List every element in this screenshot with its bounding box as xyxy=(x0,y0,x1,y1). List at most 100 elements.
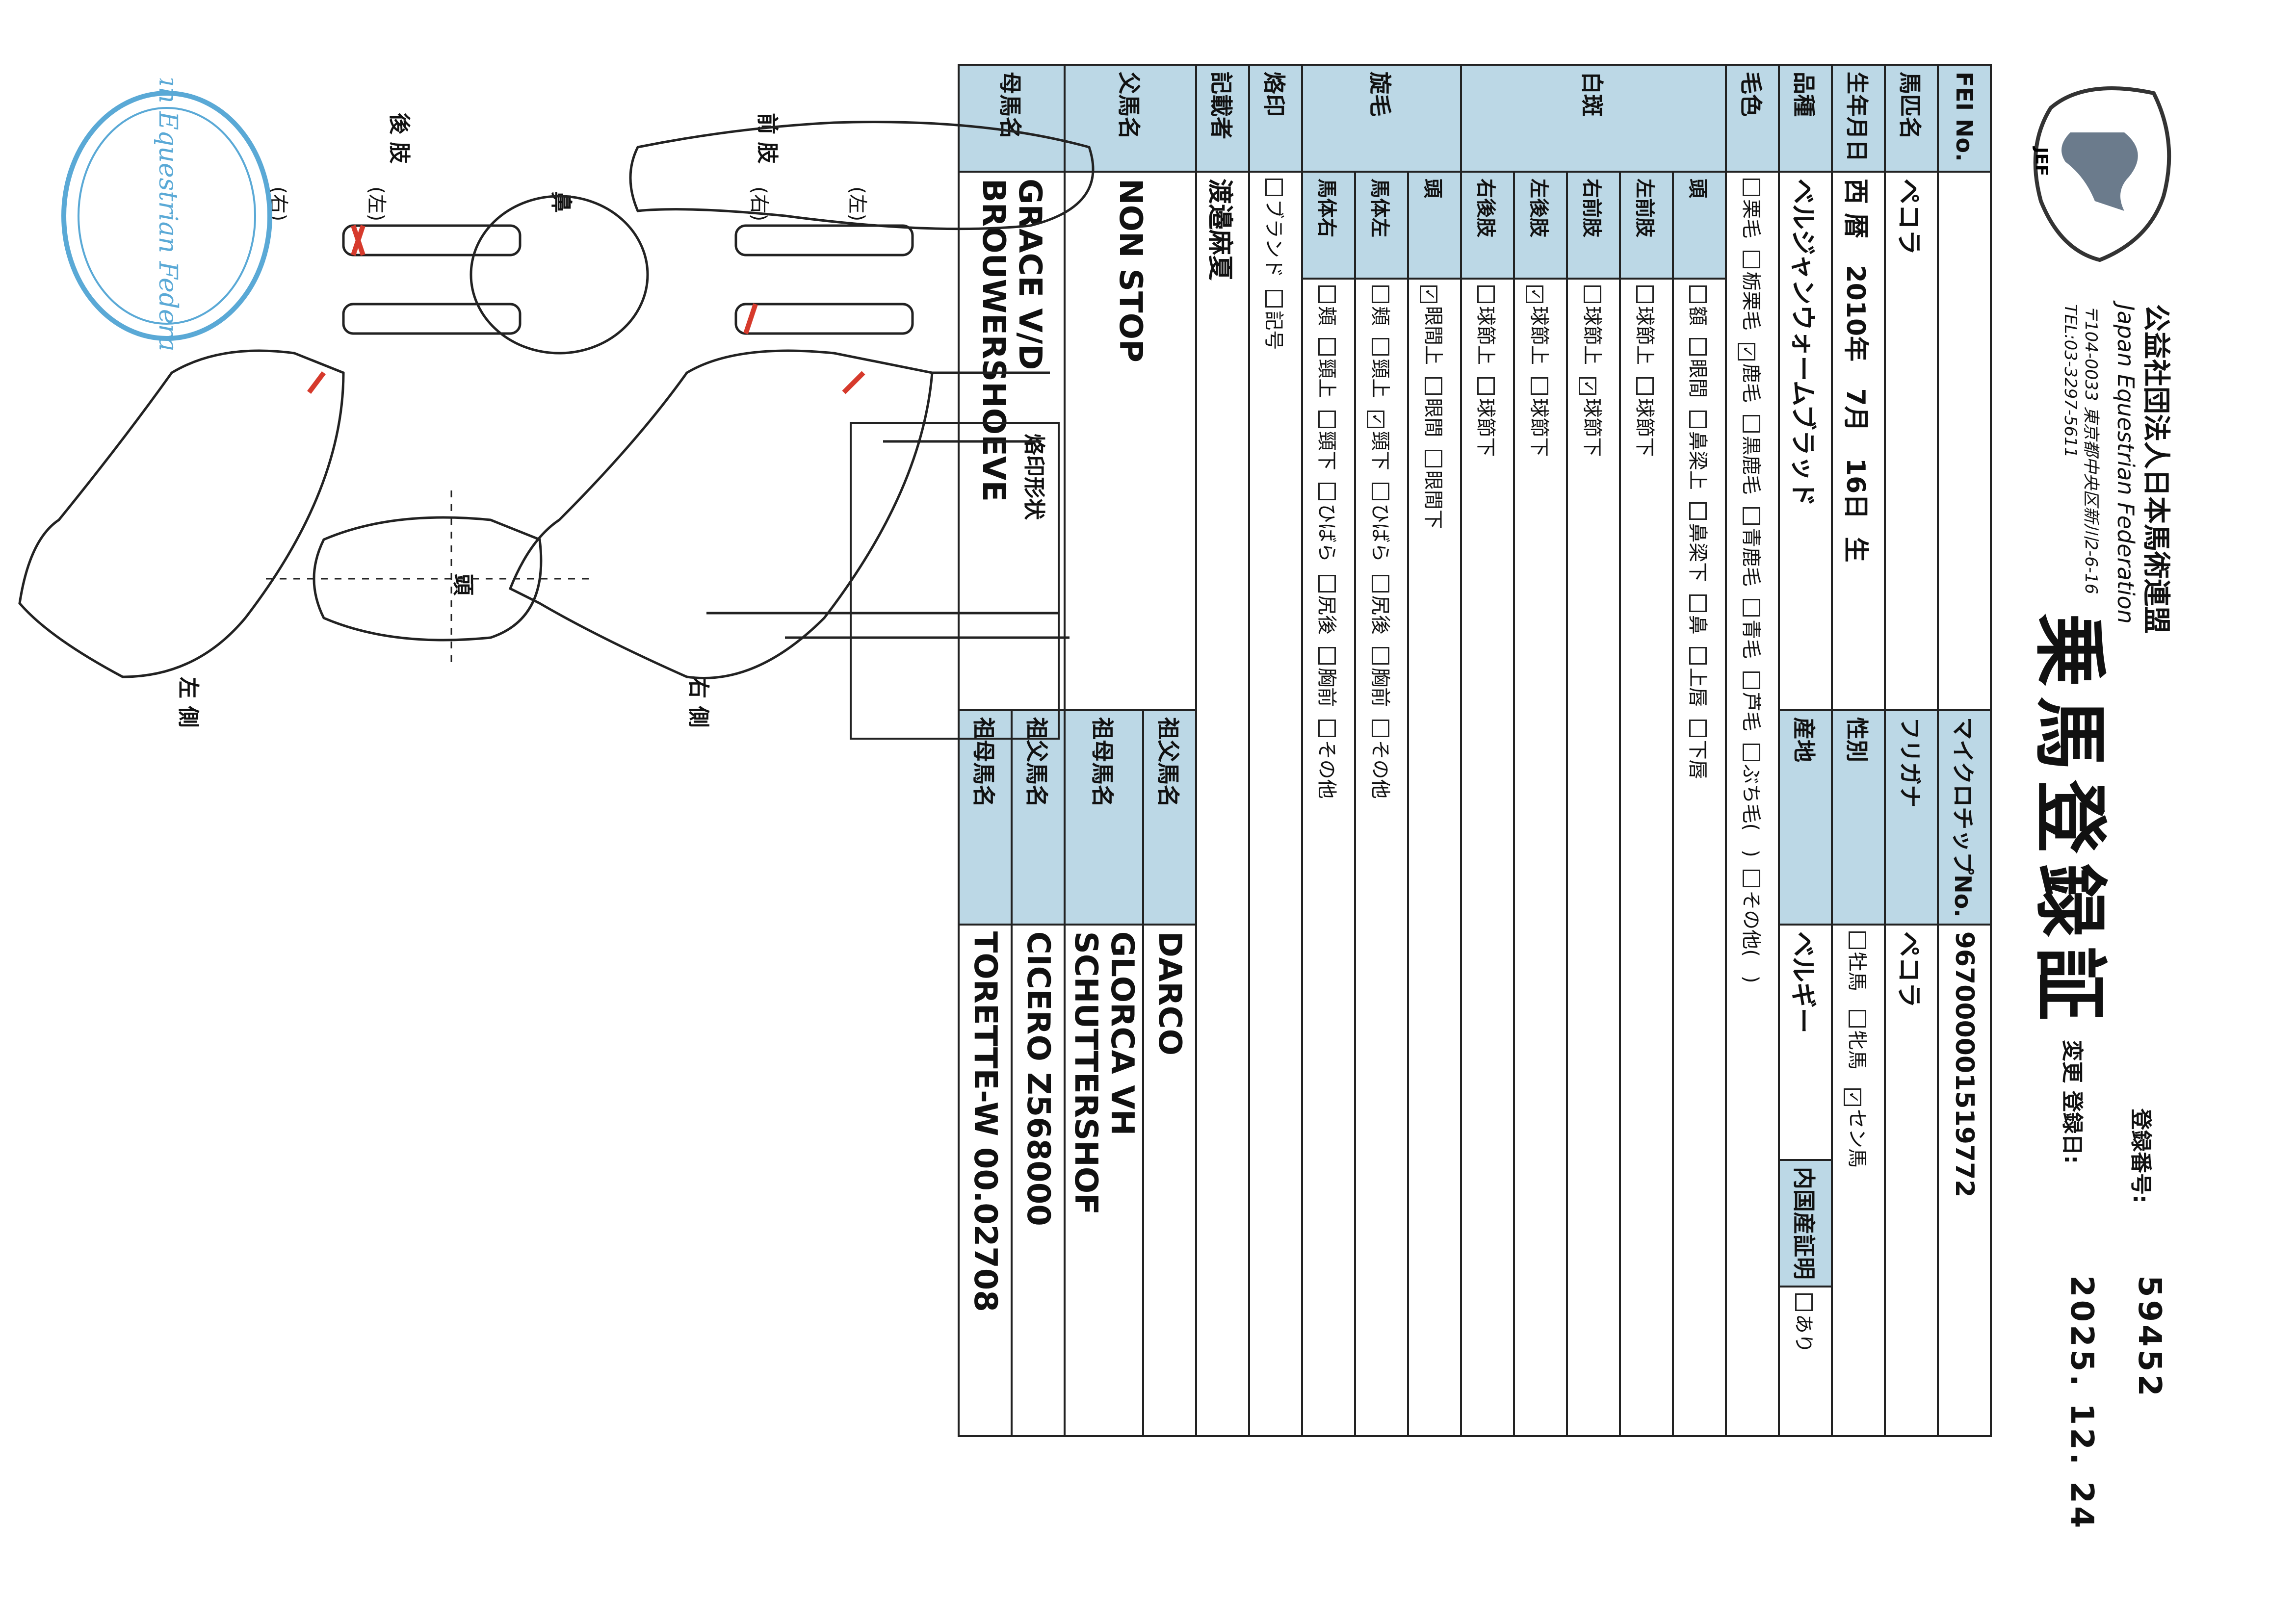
coat-option: 青鹿毛 xyxy=(1740,527,1762,587)
brand-option: ブランド xyxy=(1262,199,1285,278)
checkbox[interactable] xyxy=(1689,594,1707,612)
checkbox[interactable] xyxy=(1849,1009,1866,1028)
checkbox[interactable] xyxy=(1372,338,1389,356)
whorl-items-right: 頬 頸上 頸下 ひばら 尻後 胸前 その他 xyxy=(1302,279,1355,1436)
checkbox[interactable] xyxy=(1372,483,1389,501)
domestic-cert-value: あり xyxy=(1779,1286,1832,1436)
whorl-items-head: ✓眼間上 眼間 眼間下 xyxy=(1408,279,1461,1436)
fei-value xyxy=(1938,172,1991,711)
checkbox[interactable] xyxy=(1318,719,1336,737)
whorl-item: その他 xyxy=(1315,740,1338,799)
brand-options: ブランド 記号 xyxy=(1249,172,1302,1436)
dob-day: 16日 xyxy=(1841,458,1871,519)
checkbox[interactable] xyxy=(1584,285,1601,303)
checkbox[interactable] xyxy=(1372,285,1389,303)
checkbox-checked[interactable]: ✓ xyxy=(1738,342,1756,360)
hind-right-leg xyxy=(342,303,522,335)
checkbox[interactable] xyxy=(1531,377,1548,395)
breed-value: ベルジャンウォームブラッド xyxy=(1779,172,1832,711)
checkbox[interactable] xyxy=(1318,410,1336,428)
checkbox[interactable] xyxy=(1318,483,1336,501)
coat-option: その他( xyxy=(1740,890,1762,957)
checkbox-checked[interactable]: ✓ xyxy=(1526,285,1544,303)
checkbox[interactable] xyxy=(1636,285,1654,303)
whorl-item: その他 xyxy=(1369,740,1391,799)
recorder-value: 渡邉麻夏 xyxy=(1196,172,1249,1436)
white-part: 右前肢 xyxy=(1567,172,1620,279)
checkbox[interactable] xyxy=(1636,377,1654,395)
whorl-part: 頭 xyxy=(1408,172,1461,279)
white-item: 球節下 xyxy=(1633,398,1656,457)
white-item: 下唇 xyxy=(1686,740,1709,779)
checkbox[interactable] xyxy=(1743,179,1760,196)
white-part: 左後肢 xyxy=(1514,172,1567,279)
microchip-value: 967000001519772 xyxy=(1938,924,1991,1436)
checkbox[interactable] xyxy=(1743,415,1760,433)
white-item: 鼻梁下 xyxy=(1686,523,1709,582)
checkbox[interactable] xyxy=(1265,179,1283,196)
checkbox-checked[interactable]: ✓ xyxy=(1844,1088,1862,1107)
checkbox[interactable] xyxy=(1743,507,1760,525)
coat-option: 黒鹿毛 xyxy=(1740,436,1762,495)
checkbox[interactable] xyxy=(1743,870,1760,888)
checkbox[interactable] xyxy=(1743,251,1760,269)
jef-stamp: Japan Equestrian Federation xyxy=(49,26,285,402)
right-side-horse xyxy=(508,349,934,679)
checkbox[interactable] xyxy=(1743,671,1760,689)
recorder-label: 記載者 xyxy=(1196,65,1249,172)
front-left-leg xyxy=(734,224,914,257)
checkbox-checked[interactable]: ✓ xyxy=(1579,377,1597,395)
furigana-label: フリガナ xyxy=(1885,710,1938,925)
checkbox[interactable] xyxy=(1689,338,1707,356)
sex-option: 牡馬 xyxy=(1846,952,1868,991)
checkbox[interactable] xyxy=(1318,285,1336,303)
white-item: 上唇 xyxy=(1686,668,1709,707)
whorl-items-left: 頬 頸上 ✓頸下 ひばら 尻後 胸前 その他 xyxy=(1355,279,1408,1436)
checkbox[interactable] xyxy=(1689,647,1707,665)
dob-suffix: 生 xyxy=(1841,537,1871,563)
coat-option: 青毛 xyxy=(1740,619,1762,659)
coat-option: ) xyxy=(1740,850,1762,857)
checkbox[interactable] xyxy=(1689,410,1707,428)
checkbox[interactable] xyxy=(1318,647,1336,665)
checkbox[interactable] xyxy=(1318,574,1336,592)
checkbox[interactable] xyxy=(1265,290,1283,308)
checkbox[interactable] xyxy=(1425,377,1442,395)
white-item: 球節下 xyxy=(1528,398,1550,457)
checkbox[interactable] xyxy=(1477,377,1495,395)
coat-option: 栃栗毛 xyxy=(1740,271,1762,331)
origin-label: 産地 xyxy=(1779,710,1832,925)
dob-year: 2010年 xyxy=(1841,265,1871,362)
checkbox[interactable] xyxy=(1477,285,1495,303)
whorl-item: 眼間上 xyxy=(1422,306,1444,365)
checkbox[interactable] xyxy=(1372,647,1389,665)
coat-option: ぶち毛( xyxy=(1740,764,1762,831)
white-part: 頭 xyxy=(1673,172,1726,279)
whorl-item: 尻後 xyxy=(1369,595,1391,635)
checkbox[interactable] xyxy=(1743,744,1760,762)
white-items-head: 額 眼間 鼻梁上 鼻梁下 鼻 上唇 下唇 xyxy=(1673,279,1726,1436)
whorl-item: 頬 xyxy=(1315,306,1338,326)
checkbox[interactable] xyxy=(1849,931,1866,949)
checkbox[interactable] xyxy=(1743,599,1760,617)
checkbox-checked[interactable]: ✓ xyxy=(1420,285,1438,303)
whorl-item: 頸下 xyxy=(1369,431,1391,470)
checkbox[interactable] xyxy=(1372,574,1389,592)
domestic-cert-option: あり xyxy=(1792,1313,1815,1353)
checkbox[interactable] xyxy=(1689,285,1707,303)
reg-date: 2025. 12. 24 xyxy=(2063,1275,2100,1531)
checkbox[interactable] xyxy=(1372,719,1389,737)
whorl-item: ひばら xyxy=(1315,503,1338,563)
checkbox-checked[interactable]: ✓ xyxy=(1367,410,1385,428)
checkbox[interactable] xyxy=(1795,1293,1813,1311)
coat-option: ) xyxy=(1740,976,1762,983)
dob-era: 西 暦 xyxy=(1841,179,1871,239)
checkbox[interactable] xyxy=(1318,338,1336,356)
white-item: 球節下 xyxy=(1474,398,1497,457)
white-item: 球節上 xyxy=(1633,306,1656,365)
checkbox[interactable] xyxy=(1425,449,1442,467)
checkbox[interactable] xyxy=(1689,719,1707,737)
checkbox[interactable] xyxy=(1689,502,1707,520)
whorl-label: 旋毛 xyxy=(1302,65,1461,172)
